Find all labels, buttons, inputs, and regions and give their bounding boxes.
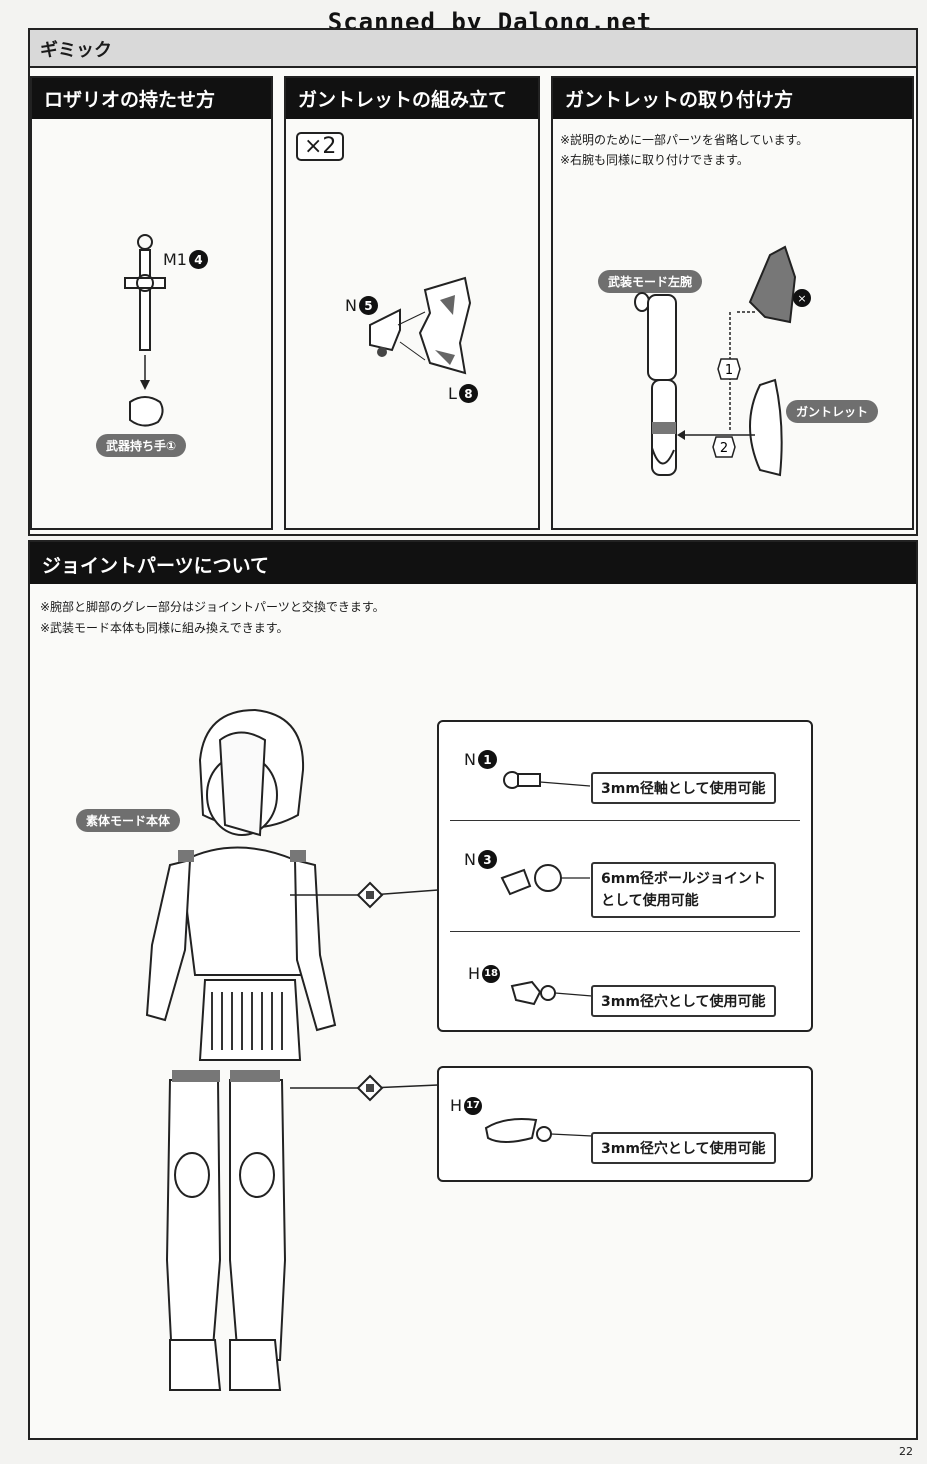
weapon-hand-label: 武器持ち手①	[96, 434, 187, 457]
part-code: N	[345, 296, 357, 315]
part-label-l8: L 8	[448, 384, 478, 403]
attach-note-2: ※右腕も同様に取り付けできます。	[560, 153, 749, 167]
usage-text-line-1: 6mm径ボールジョイント	[601, 871, 766, 887]
part-label-m1: M1 4	[163, 250, 208, 269]
panel-rosario-title: ロザリオの持たせ方	[32, 78, 271, 119]
part-number-badge: 17	[464, 1096, 483, 1115]
joint-part-label-h17: H 17	[450, 1096, 483, 1115]
part-label-n5: N 5	[345, 296, 378, 315]
gimmick-header: ギミック	[30, 30, 916, 68]
usage-callout-n1: 3mm径軸として使用可能	[591, 772, 776, 804]
part-code: N	[464, 750, 476, 769]
svg-text:×: ×	[797, 292, 806, 305]
panel-gauntlet-attach-title: ガントレットの取り付け方	[553, 78, 912, 119]
joint-part-label-h18: H 18	[468, 964, 501, 983]
part-number-badge: 18	[482, 964, 501, 983]
usage-text: 3mm径穴として使用可能	[601, 1141, 766, 1157]
arm-label: 武装モード左腕	[598, 270, 703, 293]
usage-text: 3mm径軸として使用可能	[601, 781, 766, 797]
part-number-badge: 4	[188, 250, 208, 269]
part-code: M1	[163, 250, 187, 269]
arm-joint-divider-1	[450, 820, 800, 821]
panel-gauntlet-assembly-title: ガントレットの組み立て	[286, 78, 538, 119]
part-number-badge: 8	[458, 384, 478, 403]
joint-part-n1-icon	[503, 771, 591, 789]
usage-callout-n3: 6mm径ボールジョイント として使用可能	[591, 862, 776, 918]
step-2-number: 2	[720, 441, 728, 456]
part-number-badge: 3	[477, 850, 497, 869]
usage-callout-h17: 3mm径穴として使用可能	[591, 1132, 776, 1164]
figure-illustration	[145, 708, 337, 1391]
joint-part-h17-icon	[484, 1118, 593, 1143]
joint-header: ジョイントパーツについて	[30, 542, 916, 584]
part-code: H	[450, 1096, 463, 1115]
step-2-badge: 2	[712, 436, 736, 462]
part-code: N	[464, 850, 476, 869]
part-code: L	[448, 384, 457, 403]
quantity-badge: ×2	[296, 132, 345, 161]
arm-joint-divider-2	[450, 931, 800, 932]
rosario-illustration	[124, 234, 166, 427]
gauntlet-parts-illustration	[369, 276, 472, 375]
part-number-badge: 5	[358, 296, 378, 315]
gauntlet-label: ガントレット	[786, 400, 879, 423]
usage-callout-h18: 3mm径穴として使用可能	[591, 985, 776, 1017]
step-1-badge: 1	[717, 358, 741, 384]
step-1-number: 1	[725, 363, 733, 378]
joint-part-label-n1: N 1	[464, 750, 497, 769]
joint-note-2: ※武装モード本体も同様に組み換えできます。	[40, 621, 289, 635]
joint-note-1: ※腕部と脚部のグレー部分はジョイントパーツと交換できます。	[40, 600, 385, 614]
page-number: 22	[899, 1445, 913, 1458]
part-number-badge: 1	[477, 750, 497, 769]
part-code: H	[468, 964, 481, 983]
joint-part-n3-icon	[500, 864, 590, 896]
panel-gauntlet-attach: ガントレットの取り付け方	[551, 76, 914, 530]
joint-callout-connectors	[290, 881, 439, 1102]
usage-text-line-2: として使用可能	[601, 893, 699, 909]
body-mode-label: 素体モード本体	[76, 809, 181, 832]
joint-part-h18-icon	[510, 980, 593, 1006]
arm-attach-illustration: ×	[634, 245, 811, 477]
usage-text: 3mm径穴として使用可能	[601, 994, 766, 1010]
attach-note-1: ※説明のために一部パーツを省略しています。	[560, 133, 809, 147]
joint-part-label-n3: N 3	[464, 850, 497, 869]
